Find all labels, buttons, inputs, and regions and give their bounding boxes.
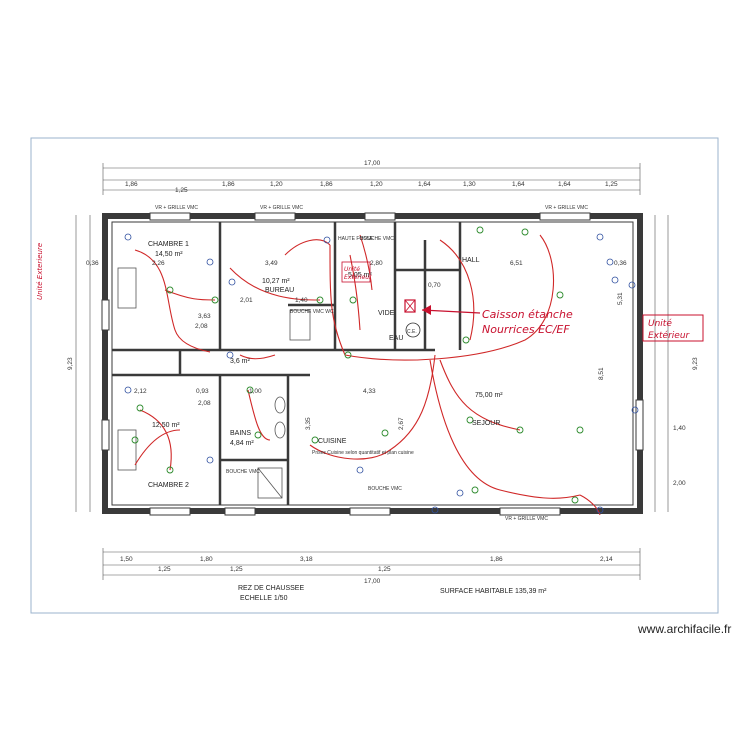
dim-top-1: 1,25 [175,187,188,194]
dim-inner-1: 2,80 [370,260,383,267]
room-sejour-area: 75,00 m² [475,392,503,399]
dim-top-9: 1,64 [558,181,571,188]
dim-inner-21: 1,40 [673,425,686,432]
dimension-lines [75,163,669,580]
fixtures [117,267,421,499]
dim-inner-14: 1,40 [295,297,308,304]
title-scale: ECHELLE 1/50 [240,595,288,602]
dim-bottom-7: 2,14 [600,556,613,563]
annotation-caisson: Caisson étanche Nourrices EC/EF [421,305,573,336]
bouche-vmc-hall: BOUCHE VMC [360,236,394,242]
dim-inner-2: 6,51 [510,260,523,267]
dim-top-6: 1,64 [418,181,431,188]
title-surface: SURFACE HABITABLE 135,39 m² [440,588,547,595]
room-chambre2: CHAMBRE 2 [148,482,189,489]
vmc-grille-3: VR + GRILLE VMC [545,205,588,211]
title-level: REZ DE CHAUSSEE [238,585,304,592]
annotation-exterieur-hall-text: Extérieur [344,274,372,281]
dim-bottom-0: 1,50 [120,556,133,563]
annotation-unite-exterieur: Unité Extérieur [642,314,704,342]
dim-bottom-4: 3,18 [300,556,313,563]
dim-inner-18: 9,23 [67,357,74,370]
dim-inner-5: 3,35 [305,417,312,430]
room-hall-area: 5,05 m² [348,272,372,279]
annotation-caisson-text: Caisson étanche [482,308,573,321]
annotation-exterieur-text: Extérieur [648,330,691,341]
dim-inner-19: 5,31 [617,292,624,305]
light-points [124,233,639,514]
vmc-grille-1: VR + GRILLE VMC [155,205,198,211]
dim-bottom-2: 1,80 [200,556,213,563]
dim-top-7: 1,30 [463,181,476,188]
dim-inner-3: 4,33 [363,388,376,395]
annotation-nourrices-text: Nourrices EC/EF [482,323,570,336]
dim-inner-0: 3,49 [265,260,278,267]
dim-inner-17: 8,51 [598,367,605,380]
dim-top-0: 1,86 [125,181,138,188]
dim-inner-4: 2,67 [398,417,405,430]
sheet-frame [30,137,719,614]
dim-top-3: 1,20 [270,181,283,188]
windows [101,212,644,516]
room-eau: EAU [389,335,403,342]
electrical-wiring [134,234,601,516]
dim-inner-20: 2,00 [673,480,686,487]
annotation-unite-hall-text: Unité [344,266,360,273]
dim-inner-8: 1,00 [249,388,262,395]
annotation-left-margin: Unité Exterieure [36,243,44,300]
room-bains: BAINS [230,430,251,437]
room-bureau-area: 10,27 m² [262,278,290,285]
room-bains-area: 4,84 m² [230,440,254,447]
room-chambre2-area: 12,50 m² [152,422,180,429]
dim-total-bottom: 17,00 [364,578,381,585]
room-vide: VIDE [378,310,395,317]
prises-label: Prises Cuisine selon quantitatif et plan… [312,450,414,456]
annotation-unite-hall: Unité Extérieur [341,261,372,283]
dim-inner-18b: 9,23 [692,357,699,370]
dim-top-5: 1,20 [370,181,383,188]
dim-inner-13: 2,01 [240,297,253,304]
dim-inner-9: 0,93 [196,388,209,395]
room-wc-area: 3,6 m² [230,358,251,365]
room-chambre1: CHAMBRE 1 [148,241,189,248]
bouche-vmc-bains: BOUCHE VMC [226,469,260,475]
dim-inner-6: 2,26 [152,260,165,267]
dim-inner-12: 2,08 [195,323,208,330]
bouche-vmc-wc: BOUCHE VMC WC [290,309,334,315]
dim-inner-11: 3,63 [198,313,211,320]
dim-bottom-3: 1,25 [230,566,243,573]
ce-label: C.E. [407,329,417,335]
room-cuisine: CUISINE [318,438,347,445]
dim-inner-7: 2,12 [134,388,147,395]
outlets [131,226,584,504]
dim-inner-10: 2,08 [198,400,211,407]
dim-bottom-5: 1,25 [378,566,391,573]
dim-top-10: 1,25 [605,181,618,188]
vmc-grille-2: VR + GRILLE VMC [260,205,303,211]
dim-inner-16: 0,36 [86,260,99,267]
watermark: www.archifacile.fr [638,622,732,636]
room-chambre1-area: 14,50 m² [155,251,183,258]
dim-inner-15: 0,70 [428,282,441,289]
room-sejour: SEJOUR [472,420,500,427]
room-hall: HALL [462,257,480,264]
dim-top-8: 1,64 [512,181,525,188]
hauteur-label: HAUTE FOSSE [338,236,374,242]
bouche-vmc-cuisine: BOUCHE VMC [368,486,402,492]
vmc-grille-4: VR + GRILLE VMC [505,516,548,522]
dim-inner-16b: 0,36 [614,260,627,267]
interior-walls [112,222,462,505]
dim-bottom-1: 1,25 [158,566,171,573]
annotation-unite-text: Unité [648,318,672,329]
room-bureau: BUREAU [265,287,294,294]
dim-bottom-6: 1,86 [490,556,503,563]
dim-top-4: 1,86 [320,181,333,188]
dim-top-2: 1,86 [222,181,235,188]
dim-total-top: 17,00 [364,160,381,167]
